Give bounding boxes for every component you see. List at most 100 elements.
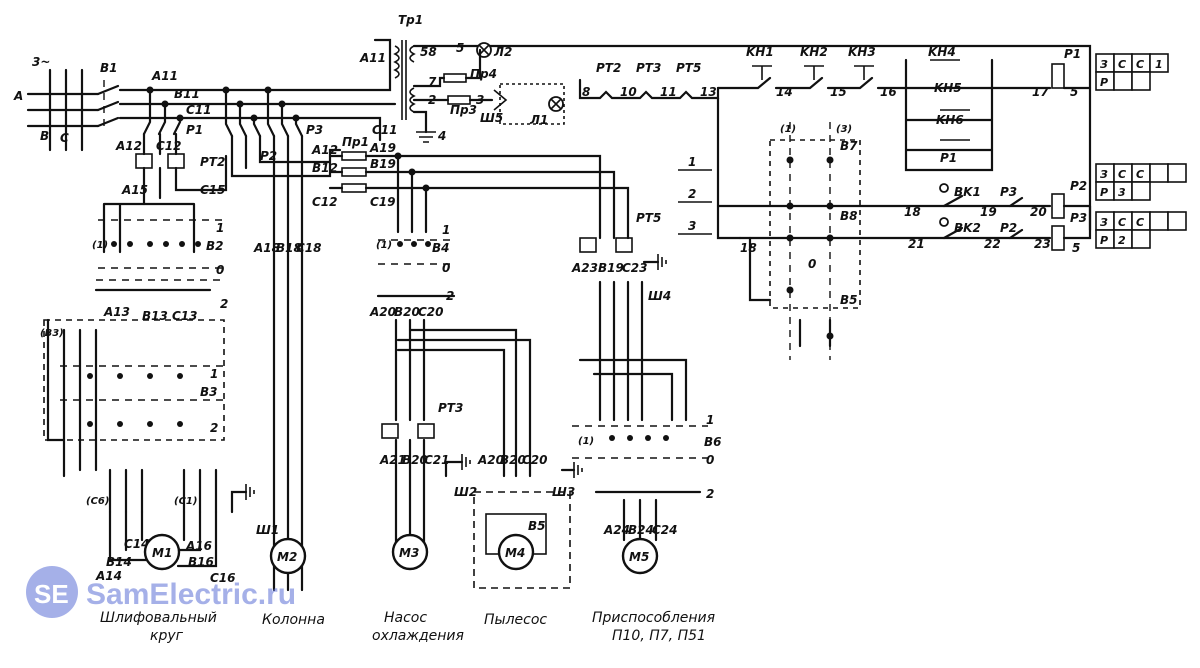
cell: С: [1118, 216, 1126, 229]
contact-tables: З С С 1 Р З С С Р 3 З С С Р 2: [1095, 53, 1187, 249]
cell: З: [1100, 216, 1108, 229]
bus-c20-m4: C20: [522, 453, 548, 467]
wire-20: 20: [1030, 205, 1047, 219]
motor-m4-label: M4: [505, 546, 525, 560]
cell: З: [1100, 58, 1108, 71]
bus-a13: A13: [103, 305, 130, 319]
bus-a12-left: A12: [115, 139, 142, 153]
b3-tag: (B3): [40, 328, 64, 339]
phase-c-label: C: [60, 131, 69, 145]
captions: Шлифовальный круг Колонна Насос охлажден…: [100, 610, 715, 644]
contact-table-p2: З С С Р 3: [1095, 163, 1187, 201]
interlock-p2: P2: [1000, 221, 1017, 235]
bus-b20-m3: B20: [394, 305, 420, 319]
coil-p3: P3: [1070, 211, 1087, 225]
socket-sh1: Ш1: [256, 523, 279, 537]
button-kh4: KH4: [928, 45, 956, 59]
limit-bk2: BK2: [954, 221, 981, 235]
bus-b18: B18: [276, 241, 302, 255]
phase-b-label: B: [40, 129, 49, 143]
b6-pos2: 2: [706, 487, 714, 501]
motor-m3: [391, 533, 429, 571]
relay-pt3-label: PT3: [438, 401, 463, 415]
relay-pt5-ctrl: PT5: [676, 61, 701, 75]
row-3: 3: [688, 219, 696, 233]
tap-5: 5: [456, 41, 464, 55]
cell: Р: [1100, 186, 1108, 199]
bus-c11: C11: [186, 103, 212, 117]
b3-pos2: 2: [210, 421, 218, 435]
relay-pt2-ctrl: PT2: [596, 61, 621, 75]
wire-17: 17: [1032, 85, 1049, 99]
bus-a18: A18: [253, 241, 280, 255]
row-2: 2: [688, 187, 696, 201]
b4-contacts: (1): [376, 240, 392, 251]
bus-a20-m3: A20: [369, 305, 396, 319]
m1-circuit: A12 C12 PT2 A15 C15 1 B2 0 (1) 2 A13 B13…: [40, 132, 279, 585]
wire-5b: 5: [1072, 241, 1080, 255]
caption-m3-line2: охлаждения: [372, 628, 464, 644]
m5-circuit: PT5 A23 B19 C23 Ш4 1 B6 0 (1) 2 A24 B24 …: [571, 211, 722, 575]
m3-circuit: 1 B4 0 (1) 2 A20 B20 C20 PT3 A21 B20 C21…: [369, 223, 477, 571]
bus-a19: A19: [369, 141, 396, 155]
b6-pos0: 0: [706, 453, 714, 467]
supply-label: 3~: [32, 55, 50, 69]
button-kh3: KH3: [848, 45, 876, 59]
caption-m5-line2: П10, П7, П51: [612, 628, 706, 644]
cell: Р: [1100, 234, 1108, 247]
cell: З: [1100, 168, 1108, 181]
m2-circuit: A18 B18 C18 M2: [253, 241, 322, 575]
watermark: SE SamElectric.ru: [26, 566, 296, 618]
wire-11: 11: [660, 85, 677, 99]
cell: 3: [1118, 186, 1126, 199]
relay-p1-hold: P1: [940, 151, 957, 165]
motor-m5: [621, 537, 659, 575]
b4-pos0: 0: [442, 261, 450, 275]
cell: С: [1136, 216, 1144, 229]
switch-b2-label: B2: [206, 239, 224, 253]
bus-a24: A24: [603, 523, 630, 537]
motor-m3-label: M3: [399, 546, 419, 560]
bus-b14: B14: [106, 555, 132, 569]
caption-m1-line2: круг: [150, 628, 184, 644]
tap-58: 58: [420, 45, 437, 59]
lamp-l1: Л1: [529, 113, 548, 127]
b2-pos0: 0: [216, 263, 224, 277]
motor-m1-label: M1: [152, 546, 172, 560]
bus-c12: C12: [312, 195, 338, 209]
motor-m2-label: M2: [277, 550, 297, 564]
motor-m1: [143, 533, 181, 571]
cell: 1: [1155, 58, 1163, 71]
switch-b7-label: B7: [840, 139, 858, 153]
wire-23: 23: [1034, 237, 1051, 251]
bus-a15: A15: [121, 183, 148, 197]
motor-m2: [269, 537, 307, 575]
bus-b11: B11: [174, 87, 200, 101]
bus-c16: C16: [210, 571, 236, 585]
socket-sh5: Ш5: [480, 111, 503, 125]
cell: 2: [1118, 234, 1126, 247]
wire-8: 8: [582, 85, 590, 99]
contact-table-p1: З С С 1 Р: [1095, 53, 1169, 91]
bus-c23: C23: [622, 261, 648, 275]
contact-table-p3: З С С Р 2: [1095, 211, 1187, 249]
switch-zero: 0: [808, 257, 816, 271]
wire-22: 22: [984, 237, 1001, 251]
bus-a21: A21: [379, 453, 406, 467]
limit-bk1: BK1: [954, 185, 981, 199]
bus-b13: B13: [142, 309, 168, 323]
wire-15: 15: [830, 85, 847, 99]
main-switch-label: B1: [100, 61, 118, 75]
b3-pos1: 1: [210, 367, 218, 381]
power-supply: 3~ A B C B1: [13, 55, 120, 152]
coil-p2: P2: [1070, 179, 1087, 193]
relay-pt3-ctrl: PT3: [636, 61, 661, 75]
lamp-l2: Л2: [493, 45, 512, 59]
interlock-p3: P3: [1000, 185, 1017, 199]
switch-b5-aux: B5: [840, 293, 858, 307]
relay-p2-label: P2: [260, 149, 277, 163]
b4-pos2: 2: [446, 289, 454, 303]
wire-16: 16: [880, 85, 897, 99]
cell: С: [1136, 168, 1144, 181]
wire-10: 10: [620, 85, 637, 99]
